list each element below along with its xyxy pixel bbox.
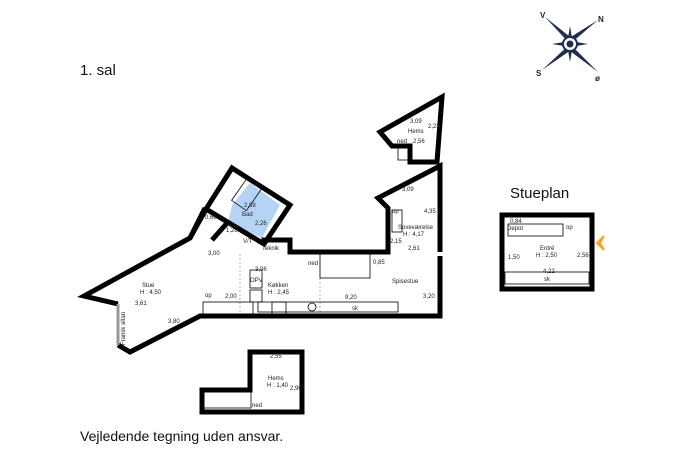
room-label: 2,56 [413, 139, 425, 145]
room-label: 3,06 [255, 267, 267, 273]
room-label: 1,26 [226, 228, 238, 234]
room-label: 3,20 [423, 294, 435, 300]
room-label: 0,84 [510, 219, 522, 225]
room-label: 3,80 [168, 319, 180, 325]
room-label: ned [397, 139, 407, 145]
room-label: Soveværelse [398, 225, 434, 231]
room-label: H : 1,40 [267, 383, 289, 389]
room-label: Hems [408, 129, 424, 135]
hems-top-walls [376, 92, 445, 165]
bathtub [231, 176, 263, 212]
floor-title: 1. sal [80, 62, 116, 79]
room-label: Spisestue [392, 279, 419, 285]
main-walls [77, 161, 443, 355]
room-label: Fransk altan [121, 312, 127, 345]
room-label: op [566, 225, 573, 231]
room-label: op [205, 293, 212, 299]
room-label: 0,85 [373, 260, 385, 266]
room-label: Teknik [262, 246, 280, 252]
room-label: N [598, 15, 604, 24]
room-label: H : 4,50 [140, 290, 162, 296]
room-label: 2,26 [255, 221, 267, 227]
room-label: 2,23 [428, 124, 440, 130]
room-label: V [540, 11, 546, 20]
disclaimer: Vejledende tegning uden ansvar. [80, 428, 284, 444]
room-label: 9,20 [345, 295, 357, 301]
room-label: 3,61 [135, 301, 147, 307]
room-label: Entré [540, 246, 555, 252]
room-label: V/T [243, 239, 253, 245]
room-label: 4,35 [424, 209, 436, 215]
room-label: 3,00 [208, 251, 220, 257]
room-label: 2,88 [244, 203, 256, 209]
entry-marker-icon [595, 235, 605, 251]
room-label: 2,15 [390, 239, 402, 245]
room-label: 3,09 [410, 119, 422, 125]
compass-icon: V N S ø [536, 11, 604, 83]
room-label: 3,09 [402, 187, 414, 193]
room-label: op [392, 209, 399, 215]
room-label: 2,56 [577, 253, 589, 259]
room-label: ned [252, 403, 262, 409]
room-label: H : 2,50 [536, 253, 558, 259]
room-label: Bad [242, 212, 253, 218]
stueplan-walls [499, 212, 595, 292]
cabinet [257, 301, 399, 313]
room-label: 2,55 [270, 354, 282, 360]
room-label: sk [544, 277, 551, 283]
room-label: OPV [250, 278, 263, 284]
room-label: 2,90 [290, 386, 302, 392]
room-label: Hems [268, 376, 284, 382]
room-label: 1,50 [508, 255, 520, 261]
room-label: 2,61 [408, 246, 420, 252]
room-label: 2,00 [225, 294, 237, 300]
room-label: ned [308, 261, 318, 267]
room-label: S [536, 69, 542, 78]
stueplan-title: Stueplan [510, 185, 570, 202]
room-label: Køkken [268, 283, 288, 289]
room-label: H : 2,45 [268, 290, 290, 296]
bath-floor [228, 183, 280, 238]
room-label: Depot [507, 226, 523, 232]
hems-bottom-walls [199, 349, 305, 415]
room-label: sk [352, 306, 359, 312]
room-label: 0,60 [205, 215, 217, 221]
room-label: ø [595, 74, 600, 83]
room-label: Stue [142, 283, 155, 289]
room-label: 4,22 [543, 269, 555, 275]
room-label: H : 4,17 [403, 232, 425, 238]
stairs [202, 145, 564, 409]
